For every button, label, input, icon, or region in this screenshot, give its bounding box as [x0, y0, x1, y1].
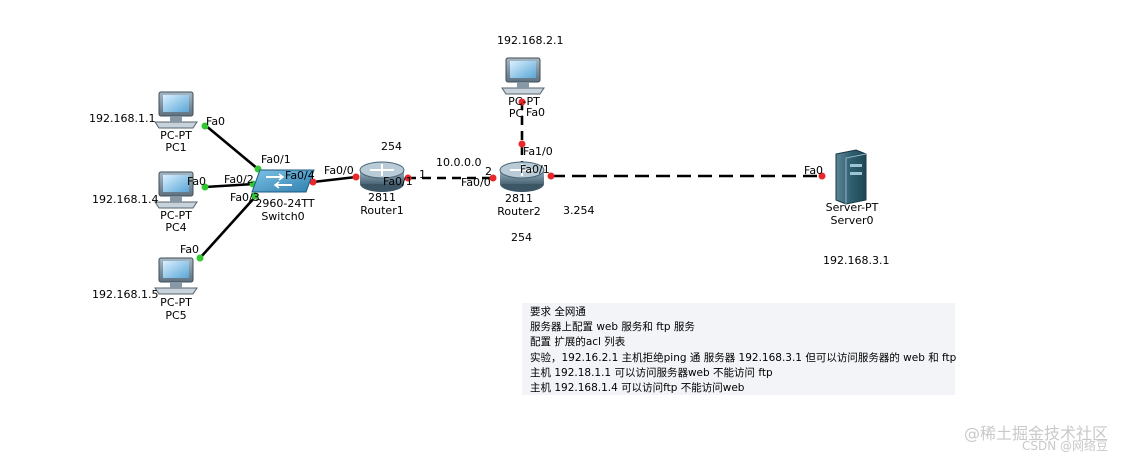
- port-dot-pc4: [201, 183, 209, 191]
- port-dot-r1-fa00: [352, 173, 360, 181]
- links: [199, 101, 822, 259]
- pc1-name-label: PC1: [165, 141, 187, 154]
- server-name-label: Server0: [830, 214, 874, 227]
- pc5-icon[interactable]: [154, 257, 198, 295]
- port-dot-r2-fa01: [547, 172, 555, 180]
- r2-fa01-label: Fa0/1: [520, 163, 550, 176]
- pc1-icon[interactable]: [154, 91, 198, 129]
- router1-addr-label: 254: [381, 140, 402, 153]
- note-line: 主机 192.18.1.1 可以访问服务器web 不能访问 ftp: [530, 366, 773, 379]
- pc-top-port-label: Fa0: [526, 106, 546, 119]
- pc-top-icon[interactable]: [501, 57, 545, 95]
- link-pc1-switch[interactable]: [204, 123, 259, 171]
- port-dot-pc1: [201, 122, 209, 130]
- pc1-ip-label: 192.168.1.1: [89, 112, 156, 125]
- port-dot-r2-fa10: [518, 140, 526, 148]
- port-dot-sw-fa04: [309, 178, 317, 186]
- pc4-name-label: PC4: [165, 221, 187, 234]
- sw-fa04-label: Fa0/4: [285, 169, 315, 182]
- sw-fa03-label: Fa0/3: [230, 191, 260, 204]
- pc4-ip-label: 192.168.1.4: [92, 193, 159, 206]
- port-indicators: [196, 98, 826, 262]
- port-dot-r1-fa01: [404, 174, 412, 182]
- pc1-model-label: PC-PT: [160, 129, 192, 142]
- pc5-port-label: Fa0: [180, 243, 200, 256]
- port-dot-r2-fa00: [489, 174, 497, 182]
- r1-fa01-label: Fa0/1: [383, 175, 413, 188]
- server-model-label: Server-PT: [825, 201, 879, 214]
- sw-fa01-label: Fa0/1: [261, 153, 291, 166]
- router2-addr-bottom-label: 254: [511, 231, 532, 244]
- pc-top-model-label: PC-PT: [508, 95, 540, 108]
- pc5-name-label: PC5: [165, 309, 187, 322]
- note-line: 主机 192.168.1.4 可以访问ftp 不能访问web: [530, 382, 745, 395]
- pc4-model-label: PC-PT: [160, 209, 192, 222]
- server-icon[interactable]: [835, 149, 867, 205]
- note-line: 服务器上配置 web 服务和 ftp 服务: [530, 321, 695, 334]
- pc4-port-label: Fa0: [187, 175, 207, 188]
- watermark-csdn: CSDN @网络豆: [1021, 439, 1108, 453]
- port-dot-server: [818, 172, 826, 180]
- r2-fa00-label: Fa0/0: [461, 176, 491, 189]
- r2-fa10-label: Fa1/0: [523, 145, 553, 158]
- switch-model-label: 2960-24TT: [255, 197, 315, 210]
- network-label: 10.0.0.0: [436, 156, 482, 169]
- link-pc5-switch[interactable]: [199, 195, 257, 259]
- router2-icon[interactable]: [499, 161, 545, 192]
- port-dot-sw-fa03: [251, 192, 259, 200]
- note-line: 配置 扩展的acl 列表: [530, 336, 626, 349]
- router2-addr-right-label: 3.254: [563, 204, 595, 217]
- router1-icon[interactable]: [359, 161, 405, 192]
- note-line: 实验，192.16.2.1 主机拒绝ping 通 服务器 192.168.3.1…: [530, 351, 957, 364]
- requirements-note: 要求 全网通 服务器上配置 web 服务和 ftp 服务 配置 扩展的acl 列…: [522, 303, 957, 395]
- pc-top-name-label: PC: [508, 107, 524, 120]
- pc5-ip-label: 192.168.1.5: [92, 288, 159, 301]
- r1-side-label: 1: [419, 168, 426, 181]
- server-port-label: Fa0: [804, 164, 824, 177]
- server-ip-label: 192.168.3.1: [823, 254, 890, 267]
- port-dot-pc5: [196, 254, 204, 262]
- router2-model-label: 2811: [505, 192, 533, 205]
- link-switch-router1[interactable]: [312, 175, 357, 184]
- pc4-icon[interactable]: [154, 171, 198, 209]
- router1-name-label: Router1: [360, 204, 404, 217]
- switch-icon[interactable]: [251, 169, 315, 193]
- watermark-juejin: @稀土掘金技术社区: [963, 424, 1108, 443]
- r2-side-label: 2: [485, 165, 492, 178]
- pc-top-ip-label: 192.168.2.1: [497, 34, 564, 47]
- link-pc4-switch[interactable]: [204, 182, 255, 189]
- router2-name-label: Router2: [497, 205, 541, 218]
- port-dot-pctop: [518, 98, 526, 106]
- note-line: 要求 全网通: [530, 306, 586, 318]
- pc1-port-label: Fa0: [206, 115, 226, 128]
- r1-fa00-label: Fa0/0: [324, 164, 354, 177]
- switch-name-label: Switch0: [261, 210, 305, 223]
- pc5-model-label: PC-PT: [160, 296, 192, 309]
- sw-fa02-label: Fa0/2: [224, 173, 254, 186]
- router1-model-label: 2811: [368, 191, 396, 204]
